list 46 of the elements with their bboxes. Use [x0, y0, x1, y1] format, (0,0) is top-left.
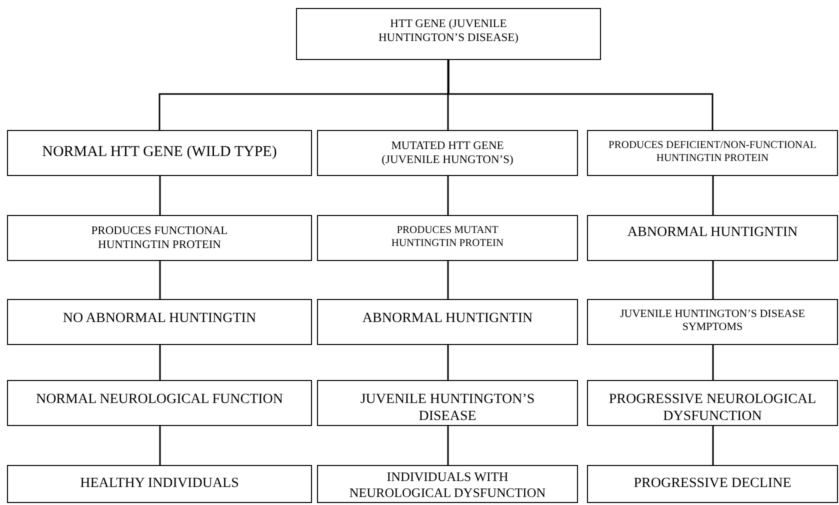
box-text: ABNORMAL HUNTIGNTIN [626, 225, 799, 242]
process-box [317, 465, 578, 503]
process-box [7, 299, 312, 345]
connector-line [447, 345, 449, 380]
process-box [587, 380, 838, 426]
box-text: ABNORMAL HUNTIGNTIN [361, 311, 534, 328]
connector-line [712, 426, 714, 465]
box-text: INDIVIDUALS WITH NEUROLOGICAL DYSFUNCTION [348, 469, 547, 500]
connector-line [159, 345, 161, 380]
process-box [587, 465, 838, 503]
box-text: PRODUCES MUTANT HUNTINGTIN PROTEIN [390, 225, 505, 250]
box-text: NORMAL HTT GENE (WILD TYPE) [41, 143, 278, 161]
box-text: HTT GENE (JUVENILE HUNTINGTON’S DISEASE) [377, 18, 520, 46]
connector-line [712, 345, 714, 380]
process-box [587, 299, 838, 345]
box-text: PRODUCES DEFICIENT/NON-FUNCTIONAL HUNTINGTIN PROTEIN [608, 140, 818, 166]
connector-line [159, 176, 161, 215]
box-text: NO ABNORMAL HUNTINGTIN [62, 311, 258, 328]
connector-line [159, 426, 161, 465]
connector-line [712, 176, 714, 215]
process-box [317, 299, 578, 345]
process-box [7, 465, 312, 503]
connector-line [447, 60, 449, 130]
process-box [317, 215, 578, 261]
connector-line [447, 426, 449, 465]
box-text: HEALTHY INDIVIDUALS [79, 476, 240, 493]
process-box [587, 215, 838, 261]
box-text: MUTATED HTT GENE (JUVENILE HUNGTON’S) [380, 140, 514, 168]
process-box [587, 130, 838, 176]
process-box [7, 130, 312, 176]
connector-line [447, 261, 449, 299]
box-text: PRODUCES FUNCTIONAL HUNTINGTIN PROTEIN [90, 225, 229, 253]
process-box [317, 380, 578, 426]
box-text: JUVENILE HUNTINGTON’S DISEASE SYMPTOMS [619, 308, 806, 334]
connector-line [712, 261, 714, 299]
process-box [296, 8, 601, 60]
process-box [317, 130, 578, 176]
box-text: PROGRESSIVE DECLINE [632, 476, 792, 493]
process-box [7, 380, 312, 426]
connector-line [447, 176, 449, 215]
connector-line [448, 60, 714, 130]
box-text: PROGRESSIVE NEUROLOGICAL DYSFUNCTION [608, 392, 818, 426]
process-box [7, 215, 312, 261]
box-text: NORMAL NEUROLOGICAL FUNCTION [34, 392, 284, 409]
box-text: JUVENILE HUNTINGTON’S DISEASE [359, 392, 536, 426]
connector-line [159, 261, 161, 299]
